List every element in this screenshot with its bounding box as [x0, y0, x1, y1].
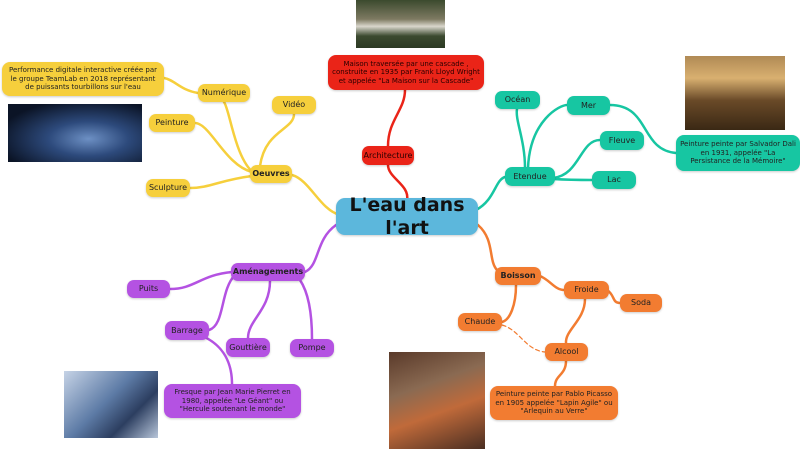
node-numerique[interactable]: Numérique	[198, 84, 250, 102]
node-barrage[interactable]: Barrage	[165, 321, 209, 340]
pierret-fresco	[64, 371, 158, 438]
fallingwater-photo	[356, 0, 445, 48]
node-puits[interactable]: Puits	[127, 280, 170, 298]
node-ocean[interactable]: Océan	[495, 91, 540, 109]
node-peinture[interactable]: Peinture	[149, 114, 195, 132]
node-etendue[interactable]: Etendue	[505, 167, 555, 186]
node-mer[interactable]: Mer	[567, 96, 610, 115]
node-boisson[interactable]: Boisson	[495, 267, 541, 285]
node-video[interactable]: Vidéo	[272, 96, 316, 114]
boisson-description[interactable]: Peinture peinte par Pablo Picasso en 190…	[490, 386, 618, 420]
node-sculpture[interactable]: Sculpture	[146, 179, 190, 197]
node-chaude[interactable]: Chaude	[458, 313, 502, 331]
central-topic[interactable]: L'eau dans l'art	[336, 194, 478, 239]
node-fleuve[interactable]: Fleuve	[600, 131, 644, 150]
node-alcool[interactable]: Alcool	[545, 343, 588, 361]
node-architecture[interactable]: Architecture	[362, 146, 414, 165]
node-amenagements[interactable]: Aménagements	[231, 263, 305, 281]
architecture-description[interactable]: Maison traversée par une cascade , const…	[328, 55, 484, 90]
amenagements-description[interactable]: Fresque par Jean Marie Pierret en 1980, …	[164, 384, 301, 418]
node-froide[interactable]: Froide	[564, 281, 609, 299]
teamlab-photo	[8, 104, 142, 162]
node-soda[interactable]: Soda	[620, 294, 662, 312]
dali-painting	[685, 56, 785, 130]
node-pompe[interactable]: Pompe	[290, 339, 334, 357]
etendue-description[interactable]: Peinture peinte par Salvador Dali en 193…	[676, 135, 800, 171]
node-gouttiere[interactable]: Gouttière	[226, 338, 270, 357]
oeuvres-description[interactable]: Performance digitale interactive créée p…	[2, 62, 164, 96]
picasso-painting	[389, 352, 485, 449]
node-lac[interactable]: Lac	[592, 171, 636, 189]
node-oeuvres[interactable]: Oeuvres	[250, 165, 292, 183]
